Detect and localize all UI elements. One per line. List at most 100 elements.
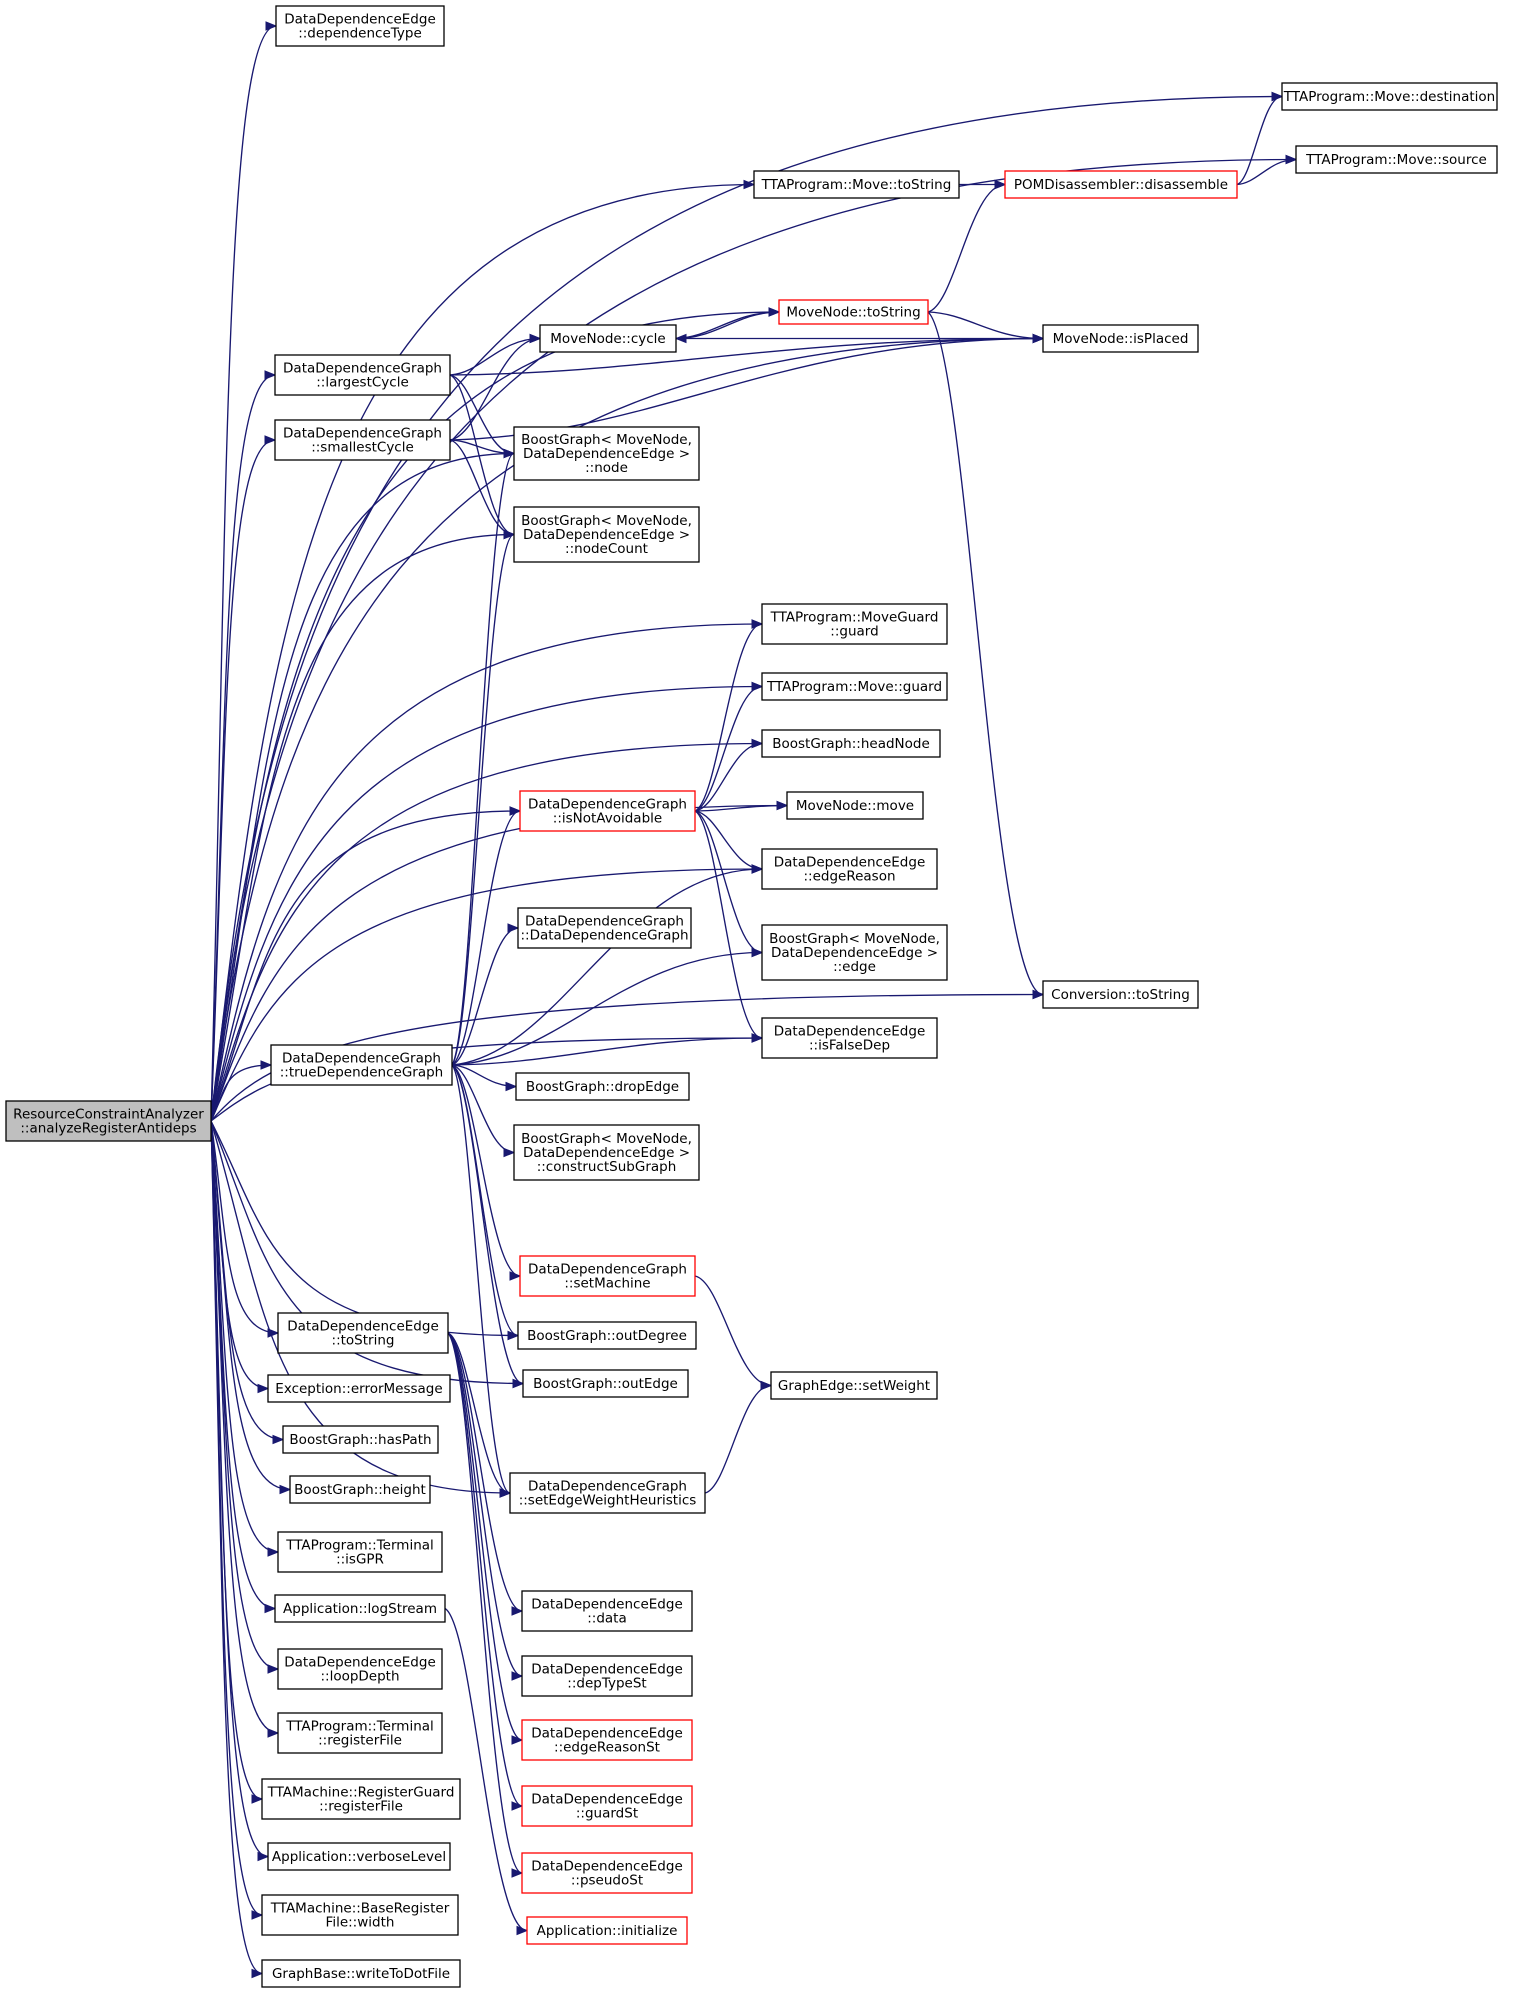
node-pom-disassemble[interactable]: POMDisassembler::disassemble — [1004, 170, 1238, 199]
node-label: ::edgeReason — [803, 869, 895, 885]
node-app-verboseLevel[interactable]: Application::verboseLevel — [267, 1842, 451, 1871]
arrowhead — [503, 448, 516, 459]
edge-root-to-move-toString — [210, 179, 756, 1122]
node-label: Conversion::toString — [1051, 987, 1190, 1003]
edge-line — [210, 685, 763, 1122]
edge-ddg-isNotAvoidable-to-bg-headNode — [694, 738, 764, 812]
node-label: DataDependenceEdge — [284, 1655, 436, 1671]
node-label: POMDisassembler::disassemble — [1014, 177, 1228, 193]
arrowhead — [1285, 154, 1298, 165]
node-rg-registerFile[interactable]: TTAMachine::RegisterGuard::registerFile — [261, 1778, 461, 1820]
node-box — [267, 1842, 451, 1871]
node-box — [761, 1017, 938, 1059]
node-label: DataDependenceEdge — [531, 1662, 683, 1678]
nodes-layer: ResourceConstraintAnalyzer::analyzeRegis… — [5, 5, 1498, 1988]
node-label: BoostGraph::outEdge — [533, 1376, 678, 1392]
node-label: ::smallestCycle — [311, 440, 414, 456]
node-ddg-trueDG[interactable]: DataDependenceGraph::trueDependenceGraph — [270, 1044, 453, 1086]
node-gb-writeToDot[interactable]: GraphBase::writeToDotFile — [261, 1959, 461, 1988]
arrowhead — [279, 1484, 292, 1495]
arrowhead — [503, 1147, 516, 1158]
node-dde-depType[interactable]: DataDependenceEdge::dependenceType — [275, 5, 445, 47]
node-ddg-smallestCycle[interactable]: DataDependenceGraph::smallestCycle — [274, 419, 451, 461]
arrowhead — [994, 179, 1007, 190]
node-box — [282, 1425, 439, 1454]
node-mn-isPlaced[interactable]: MoveNode::isPlaced — [1042, 324, 1199, 353]
node-label: Application::initialize — [537, 1923, 678, 1939]
node-dde-edgeReason[interactable]: DataDependenceEdge::edgeReason — [761, 848, 938, 890]
node-label: ::isNotAvoidable — [553, 811, 662, 827]
node-label: DataDependenceGraph — [283, 361, 442, 377]
arrowhead — [505, 1081, 518, 1092]
node-term-registerFile[interactable]: TTAProgram::Terminal::registerFile — [277, 1712, 443, 1754]
node-bg-edge[interactable]: BoostGraph< MoveNode,DataDependenceEdge … — [761, 924, 948, 981]
node-dde-data[interactable]: DataDependenceEdge::data — [521, 1590, 693, 1632]
edge-line — [694, 804, 788, 812]
arrowhead — [257, 1851, 270, 1862]
edge-line — [210, 1120, 291, 1491]
edge-line — [210, 1120, 279, 1334]
node-label: BoostGraph::height — [294, 1482, 426, 1498]
node-label: ::toString — [332, 1333, 395, 1349]
node-ddg-largestCycle[interactable]: DataDependenceGraph::largestCycle — [274, 354, 451, 396]
node-ddg-isNotAvoidable[interactable]: DataDependenceGraph::isNotAvoidable — [519, 790, 696, 832]
node-mn-toString[interactable]: MoveNode::toString — [778, 299, 929, 325]
node-ddg-ctor[interactable]: DataDependenceGraph::DataDependenceGraph — [517, 907, 692, 949]
node-label: ::DataDependenceGraph — [520, 928, 688, 944]
node-label: ::guard — [830, 624, 878, 640]
node-dde-toString[interactable]: DataDependenceEdge::toString — [277, 1312, 449, 1354]
arrowhead — [260, 1060, 273, 1070]
node-bg-height[interactable]: BoostGraph::height — [289, 1475, 431, 1504]
node-ge-setWeight[interactable]: GraphEdge::setWeight — [770, 1371, 938, 1400]
node-box — [521, 1852, 693, 1894]
node-bg-outDegree[interactable]: BoostGraph::outDegree — [517, 1321, 697, 1350]
edge-dde-toString-to-dde-edgeReasonSt — [447, 1332, 524, 1745]
node-bg-node[interactable]: BoostGraph< MoveNode,DataDependenceEdge … — [513, 426, 700, 481]
node-ddg-setEdgeWH[interactable]: DataDependenceGraph::setEdgeWeightHeuris… — [509, 1472, 706, 1514]
node-exc-errorMessage[interactable]: Exception::errorMessage — [267, 1374, 451, 1403]
node-dde-edgeReasonSt[interactable]: DataDependenceEdge::edgeReasonSt — [521, 1719, 693, 1761]
node-label: TTAMachine::BaseRegister — [270, 1901, 450, 1917]
node-app-initialize[interactable]: Application::initialize — [526, 1916, 688, 1945]
node-box — [1281, 82, 1498, 111]
node-bg-outEdge[interactable]: BoostGraph::outEdge — [522, 1369, 689, 1398]
node-dde-pseudoSt[interactable]: DataDependenceEdge::pseudoSt — [521, 1852, 693, 1894]
node-move-destination[interactable]: TTAProgram::Move::destination — [1281, 82, 1498, 111]
edge-pom-disassemble-to-move-source — [1236, 154, 1298, 186]
node-dde-loopDepth[interactable]: DataDependenceEdge::loopDepth — [277, 1648, 443, 1690]
edge-root-to-gb-writeToDot — [210, 1120, 264, 1979]
node-label: TTAProgram::Move::destination — [1283, 89, 1495, 105]
node-moveguard-guard[interactable]: TTAProgram::MoveGuard::guard — [761, 603, 948, 645]
node-bg-hasPath[interactable]: BoostGraph::hasPath — [282, 1425, 439, 1454]
node-box — [261, 1894, 459, 1936]
node-label: DataDependenceGraph — [282, 1051, 441, 1067]
node-term-isGPR[interactable]: TTAProgram::Terminal::isGPR — [277, 1531, 443, 1573]
node-bg-nodeCount[interactable]: BoostGraph< MoveNode,DataDependenceEdge … — [513, 506, 700, 563]
node-root[interactable]: ResourceConstraintAnalyzer::analyzeRegis… — [5, 1100, 212, 1142]
edge-line — [210, 95, 1283, 1122]
node-bg-constructSub[interactable]: BoostGraph< MoveNode,DataDependenceEdge … — [513, 1124, 700, 1181]
arrowhead — [265, 21, 278, 31]
node-ddg-setMachine[interactable]: DataDependenceGraph::setMachine — [519, 1255, 696, 1297]
node-move-source[interactable]: TTAProgram::Move::source — [1295, 145, 1498, 174]
node-conv-toString[interactable]: Conversion::toString — [1042, 980, 1199, 1009]
node-mn-cycle[interactable]: MoveNode::cycle — [539, 324, 677, 353]
node-dde-guardSt[interactable]: DataDependenceEdge::guardSt — [521, 1785, 693, 1827]
edge-line — [451, 1064, 511, 1494]
node-dde-isFalseDep[interactable]: DataDependenceEdge::isFalseDep — [761, 1017, 938, 1059]
node-mn-move[interactable]: MoveNode::move — [786, 791, 924, 820]
edge-line — [210, 1120, 269, 1858]
node-bg-headNode[interactable]: BoostGraph::headNode — [761, 729, 941, 758]
node-label: DataDependenceEdge — [531, 1792, 683, 1808]
node-bg-dropEdge[interactable]: BoostGraph::dropEdge — [515, 1072, 690, 1101]
node-move-toString[interactable]: TTAProgram::Move::toString — [753, 170, 960, 199]
node-app-logStream[interactable]: Application::logStream — [274, 1594, 446, 1623]
node-label: DataDependenceEdge — [287, 1319, 439, 1335]
node-dde-depTypeSt[interactable]: DataDependenceEdge::depTypeSt — [521, 1655, 693, 1697]
node-label: ::guardSt — [576, 1806, 638, 1822]
edge-ddg-isNotAvoidable-to-mn-move — [694, 800, 789, 812]
edge-line — [451, 1064, 524, 1385]
node-move-guard[interactable]: TTAProgram::Move::guard — [761, 672, 948, 701]
node-box — [521, 1785, 693, 1827]
